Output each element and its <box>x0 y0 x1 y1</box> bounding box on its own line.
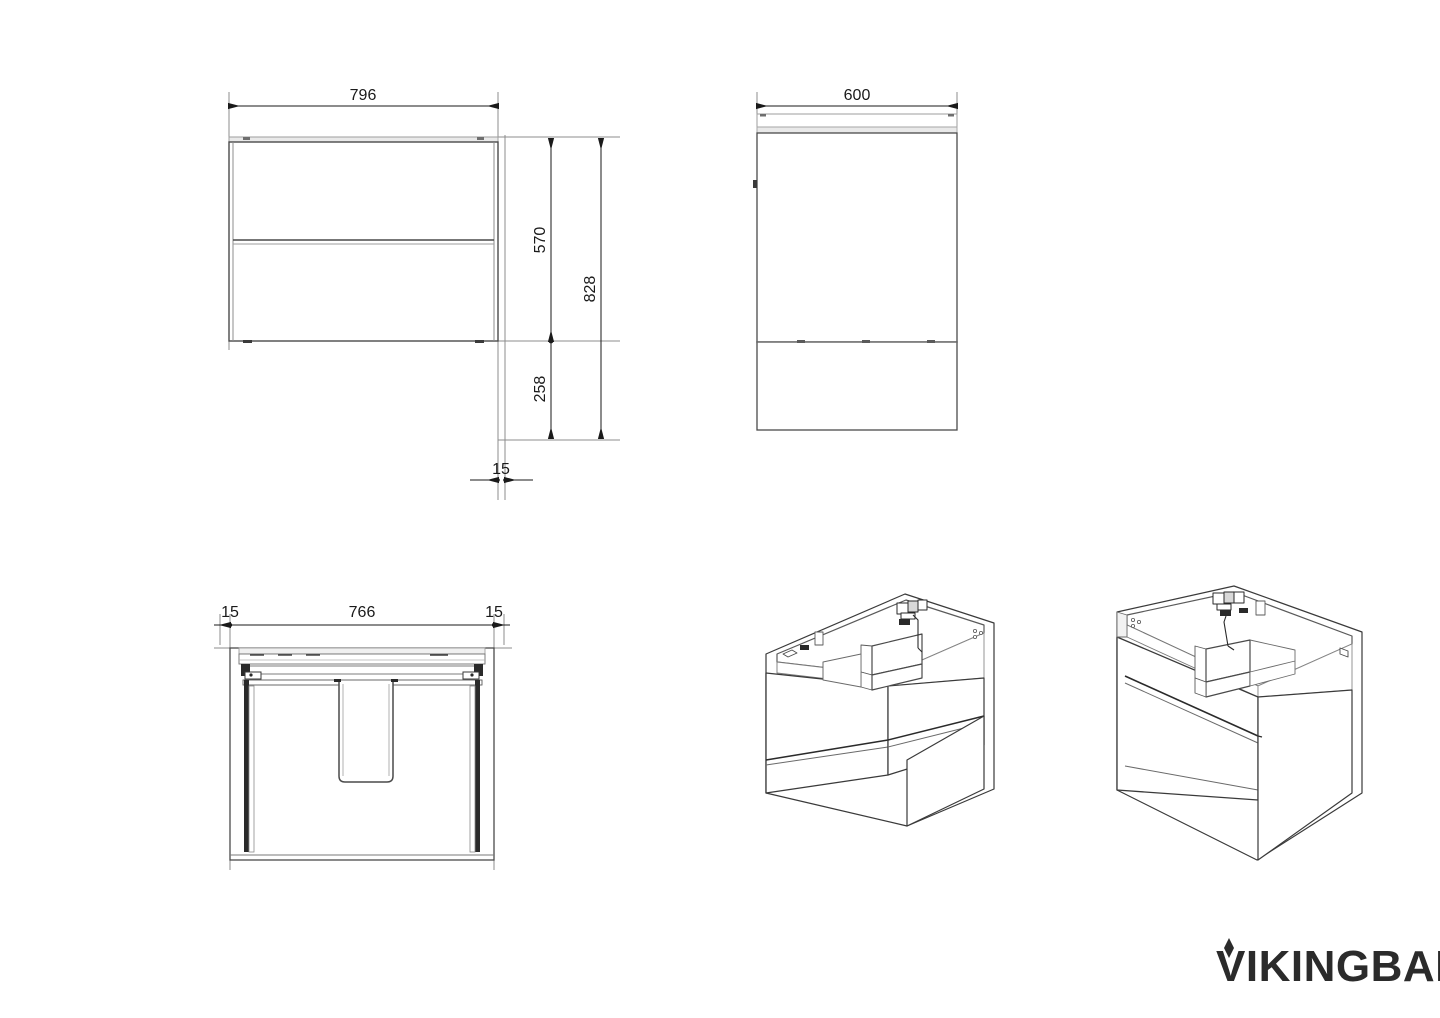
plan-cabinet-outline <box>229 647 495 861</box>
plan-view: 15 766 15 <box>214 604 512 870</box>
side-view: 600 <box>753 87 958 431</box>
dimension-height-258: 258 <box>532 341 555 439</box>
side-cabinet-outline <box>753 113 958 431</box>
connector-icon <box>1239 608 1248 613</box>
hinge-hardware-icon <box>896 599 928 653</box>
isometric-view-right <box>1116 585 1363 861</box>
wall-plate-icon <box>814 631 824 646</box>
dimension-plan-row: 15 766 15 <box>214 604 510 629</box>
isometric-view-left <box>765 593 995 827</box>
front-view: 796 570 258 828 15 <box>228 87 620 500</box>
dimension-label-15-plan-right: 15 <box>485 604 503 621</box>
brand-logo: VIKINGBAD <box>1216 938 1440 991</box>
dimension-height-570: 570 <box>532 138 555 344</box>
dimension-label-15-plan-left: 15 <box>221 604 239 621</box>
dimension-label-570: 570 <box>532 227 549 254</box>
dimension-height-828: 828 <box>582 138 605 439</box>
dimension-label-600: 600 <box>844 87 871 104</box>
connector-icon <box>800 645 809 650</box>
dimension-label-828: 828 <box>582 276 599 303</box>
dimension-depth-15: 15 <box>470 461 533 484</box>
dimension-label-766: 766 <box>349 604 376 621</box>
dimension-label-258: 258 <box>532 376 549 403</box>
brand-logo-text: VIKINGBAD <box>1216 942 1440 991</box>
wall-plate-icon <box>1255 600 1266 616</box>
dimension-label-15-front: 15 <box>492 461 510 478</box>
front-cabinet-outline <box>228 136 499 343</box>
dimension-depth-600: 600 <box>756 87 958 110</box>
dimension-width-796: 796 <box>228 87 499 110</box>
diamond-accent-icon <box>1224 938 1234 958</box>
hinge-hardware-icon <box>1212 591 1245 651</box>
dimension-label-796: 796 <box>350 87 377 104</box>
